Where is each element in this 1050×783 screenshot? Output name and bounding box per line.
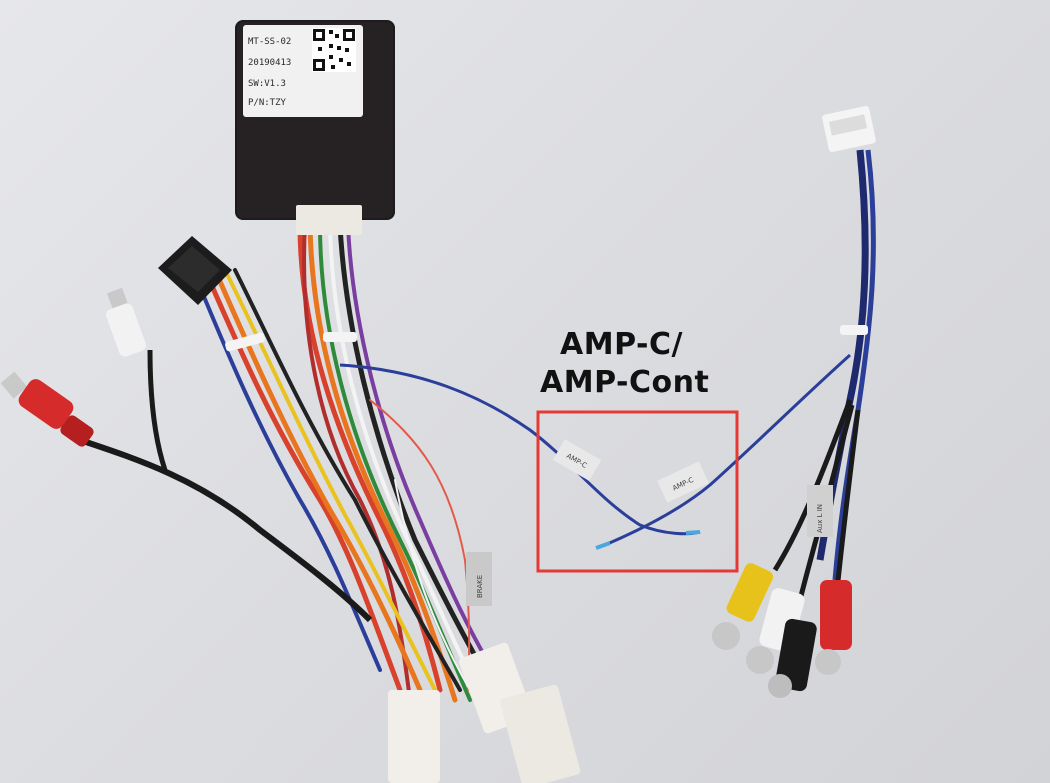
rca-plug-yellow (712, 563, 774, 650)
rca-plug-red-right (815, 580, 852, 675)
black-cable (79, 437, 373, 623)
amp-wire-tip-left (595, 541, 611, 550)
amp-wire-tip-right (685, 530, 701, 535)
black-harness-connector (158, 236, 232, 305)
module-label-line1: MT-SS-02 (248, 37, 291, 47)
rca-plug-red-left (0, 371, 94, 447)
rca-plug-black (768, 618, 817, 698)
brake-tag: BRAKE (466, 552, 492, 606)
converter-module: MT-SS-02 20190413 SW:V1.3 P/N:TZY (235, 20, 395, 235)
annotation-line-1: AMP-C/ (560, 327, 683, 362)
module-label-line4: P/N:TZY (248, 98, 287, 108)
module-connector (296, 205, 362, 235)
white-connector-top-right (822, 105, 876, 153)
rca-plug-white-left (105, 287, 147, 357)
qr-code-icon (312, 28, 356, 72)
amp-c-tag-left: AMP-C (552, 439, 602, 481)
annotation-line-2: AMP-Cont (540, 365, 710, 400)
svg-text:Aux L IN: Aux L IN (816, 504, 824, 533)
cable-ties (225, 325, 868, 352)
main-harness-wires (193, 222, 507, 707)
amp-c-tag-right: AMP-C (657, 461, 709, 503)
amp-wire-left (339, 363, 701, 536)
amp-wire-right (604, 353, 852, 547)
amp-highlight-box (536, 410, 739, 573)
module-label-line2: 20190413 (248, 58, 291, 68)
white-connectors-bottom (388, 642, 581, 783)
aux-in-tag: Aux L IN (807, 485, 833, 537)
black-cable-white-rca (147, 349, 168, 471)
svg-text:BRAKE: BRAKE (476, 575, 484, 598)
module-label-line3: SW:V1.3 (248, 79, 286, 89)
